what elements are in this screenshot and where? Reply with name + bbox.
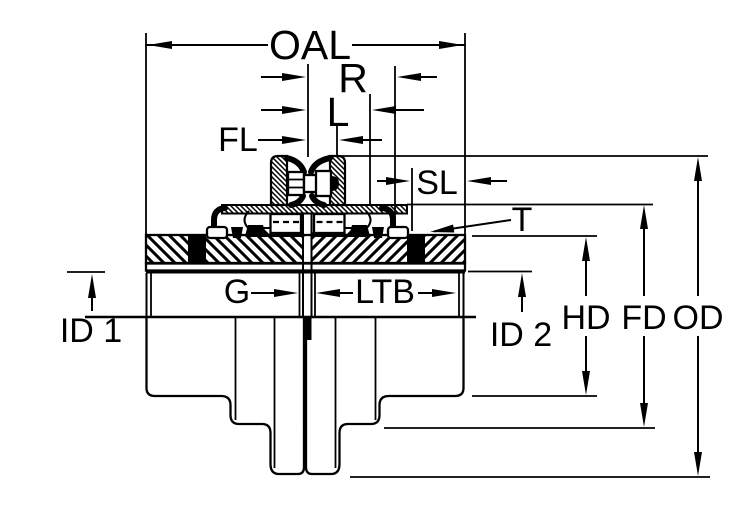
- id2-arrow: [518, 273, 526, 297]
- oal-arrow-right: [439, 41, 463, 49]
- dim-label-fl: FL: [218, 121, 258, 159]
- hd-arrow-up: [582, 237, 590, 261]
- dim-label-l: L: [327, 89, 350, 135]
- hub1-flange-hatch: [147, 236, 302, 262]
- g-arrow: [274, 289, 298, 297]
- r-arrow-right: [397, 73, 421, 81]
- seal-block-right: [349, 225, 370, 236]
- fd-arrow-down: [640, 403, 648, 427]
- grid-hook-left: [211, 205, 228, 230]
- sl-arrow-right: [467, 177, 491, 185]
- cover-bottom-funnel-right: [309, 193, 327, 208]
- sl-arrow-left: [386, 177, 410, 185]
- grid-block-left: [269, 212, 303, 235]
- t-leader-arrow: [430, 224, 455, 233]
- bolt-head: [314, 169, 333, 198]
- cover-top-funnel-right: [308, 155, 333, 175]
- left-lower-profile: [145, 318, 306, 476]
- dim-label-oal: OAL: [269, 22, 351, 68]
- r-arrow-left: [282, 73, 306, 81]
- dim-label-sl: SL: [416, 164, 458, 202]
- grid-hook-right: [379, 205, 396, 230]
- ltb-arrow-right: [432, 289, 456, 297]
- seal-key-left: [188, 235, 206, 263]
- dim-label-fd: FD: [621, 299, 666, 337]
- seal-key-right: [407, 235, 425, 263]
- cover-section: [269, 154, 347, 208]
- ltb-arrow-left: [316, 289, 340, 297]
- dim-label-r: R: [338, 55, 368, 101]
- bolt-head-cap: [331, 176, 339, 191]
- od-arrow-down: [694, 452, 702, 476]
- grid-block-right: [312, 212, 346, 235]
- coupling-section-geometry: [85, 154, 476, 476]
- hub2-flange-hatch: [312, 236, 464, 262]
- dim-label-id1: ID 1: [60, 312, 122, 350]
- id1-arrow: [88, 274, 96, 298]
- fd-arrow-up: [640, 205, 648, 229]
- dimension-annotations: OAL R L FL SL T G LTB ID 1 ID 2 HD FD OD: [60, 22, 724, 478]
- oal-arrow-left: [148, 41, 172, 49]
- od-arrow-up: [694, 157, 702, 181]
- cover-bolt: [286, 169, 339, 198]
- center-split-gap: [303, 317, 312, 340]
- seal-block-left: [245, 225, 266, 236]
- lower-half-silhouette: [145, 317, 465, 476]
- bolt-nut: [286, 170, 306, 197]
- l-arrow-left: [282, 106, 306, 114]
- cover-top-funnel-left: [284, 155, 307, 175]
- fl-arrow-left: [282, 136, 306, 144]
- dim-label-t: T: [512, 201, 533, 239]
- flange-lip-strip: [144, 262, 467, 272]
- dim-label-id2: ID 2: [490, 316, 552, 354]
- fl-arrow-right: [339, 136, 363, 144]
- hook-foot-left: [205, 225, 229, 240]
- dim-label-hd: HD: [561, 299, 610, 337]
- right-lower-profile: [304, 318, 465, 476]
- hook-wedge-left: [231, 227, 243, 238]
- dim-label-ltb: LTB: [355, 273, 415, 311]
- seal-flange-strip: [221, 204, 408, 215]
- hd-arrow-down: [582, 371, 590, 395]
- l-arrow-right: [372, 106, 396, 114]
- dim-label-g: G: [224, 273, 250, 311]
- hub-flange-section-band: [144, 233, 467, 265]
- cover-bottom-funnel-left: [288, 193, 306, 208]
- hook-wedge-right: [372, 227, 384, 238]
- dim-label-od: OD: [673, 299, 724, 337]
- hook-foot-right: [386, 225, 410, 240]
- grid-and-seal-flange: [205, 204, 410, 240]
- cover-left-wall: [269, 154, 289, 207]
